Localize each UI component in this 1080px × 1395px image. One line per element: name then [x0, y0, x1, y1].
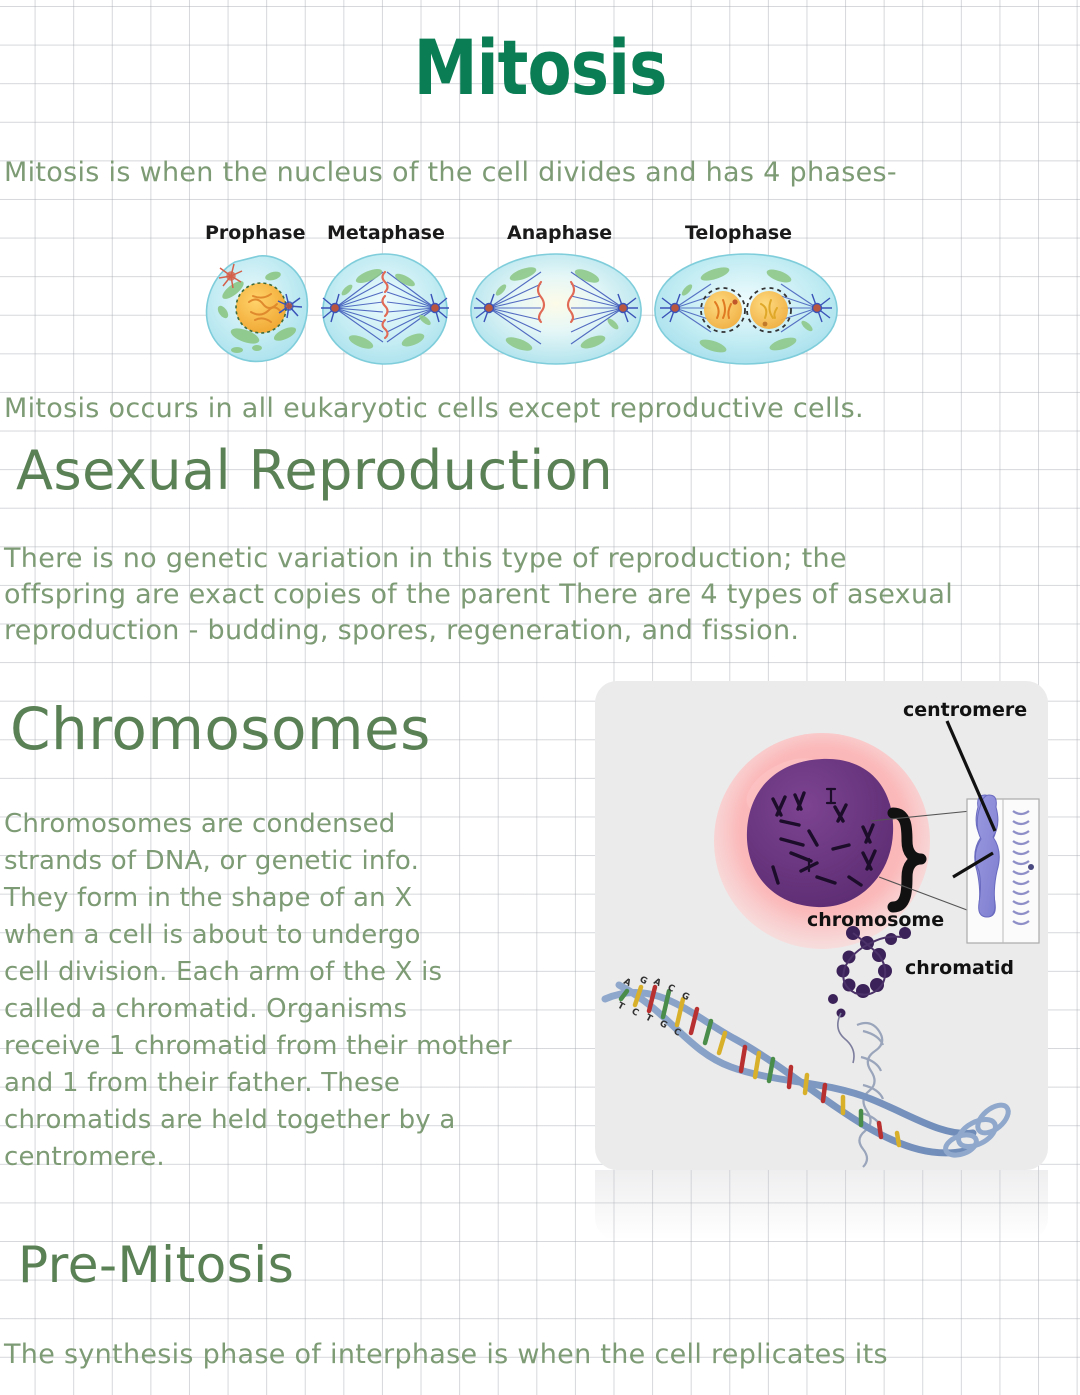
chromosomes-line-9: chromatids are held together by a — [4, 1105, 456, 1135]
diagram-label-centromere: centromere — [903, 699, 1028, 721]
chromosomes-line-8: and 1 from their father. These — [4, 1068, 401, 1098]
asexual-line-3: reproduction - budding, spores, regenera… — [4, 615, 800, 646]
svg-text:G: G — [680, 991, 691, 1003]
asexual-line-1: There is no genetic variation in this ty… — [4, 543, 847, 574]
chromosome-diagram-svg: A G A C G T C T G C — [601, 720, 1040, 1168]
occurrence-line-1: Mitosis occurs in all eukaryotic cells e… — [4, 393, 864, 424]
chromosomes-line-5: cell division. Each arm of the X is — [4, 957, 443, 987]
svg-text:A: A — [652, 977, 663, 989]
premitosis-line-1: The synthesis phase of interphase is whe… — [4, 1339, 888, 1370]
chromosomes-line-2: strands of DNA, or genetic info. — [4, 846, 420, 876]
svg-text:C: C — [630, 1007, 641, 1019]
svg-text:C: C — [666, 983, 677, 995]
asexual-line-2: offspring are exact copies of the parent… — [4, 579, 954, 610]
svg-text:T: T — [616, 1001, 627, 1013]
page-title: Mitosis — [413, 23, 668, 112]
heading-asexual-reproduction: Asexual Reproduction — [16, 439, 614, 502]
svg-text:A: A — [622, 977, 633, 989]
diagram-label-chromosome: chromosome — [807, 909, 945, 931]
svg-text:G: G — [658, 1019, 669, 1031]
svg-text:C: C — [672, 1027, 683, 1039]
diagram-label-chromatid: chromatid — [905, 957, 1015, 979]
chromosome-card-reflection — [595, 1170, 1048, 1240]
metaphase-cell-icon — [321, 253, 449, 365]
anaphase-cell-icon — [470, 253, 642, 365]
phase-label-metaphase: Metaphase — [327, 222, 445, 244]
chromosomes-line-1: Chromosomes are condensed — [4, 809, 396, 839]
phase-label-telophase: Telophase — [685, 222, 793, 244]
chromosome-diagram-card: A G A C G T C T G C centromere chromosom… — [595, 681, 1048, 1170]
phase-label-prophase: Prophase — [205, 222, 306, 244]
heading-chromosomes: Chromosomes — [10, 695, 431, 763]
heading-pre-mitosis: Pre-Mitosis — [18, 1236, 295, 1294]
prophase-cell-icon — [205, 255, 309, 363]
phase-label-row: Prophase Metaphase Anaphase Telophase — [185, 222, 865, 248]
mitosis-phases-figure: Prophase Metaphase Anaphase Telophase — [185, 222, 865, 372]
chromosomes-line-10: centromere. — [4, 1142, 165, 1172]
phase-cell-illustrations — [185, 250, 865, 370]
svg-text:T: T — [644, 1013, 655, 1025]
dna-helix: A G A C G T C T G C — [601, 975, 1011, 1158]
svg-text:G: G — [638, 975, 649, 987]
chromosomes-line-6: called a chromatid. Organisms — [4, 994, 408, 1024]
chromosomes-line-7: receive 1 chromatid from their mother — [4, 1031, 512, 1061]
telophase-cell-icon — [654, 253, 838, 365]
intro-line-1: Mitosis is when the nucleus of the cell … — [4, 157, 897, 188]
phase-label-anaphase: Anaphase — [507, 222, 613, 244]
chromosomes-line-4: when a cell is about to undergo — [4, 920, 421, 950]
chromosomes-line-3: They form in the shape of an X — [4, 883, 413, 913]
